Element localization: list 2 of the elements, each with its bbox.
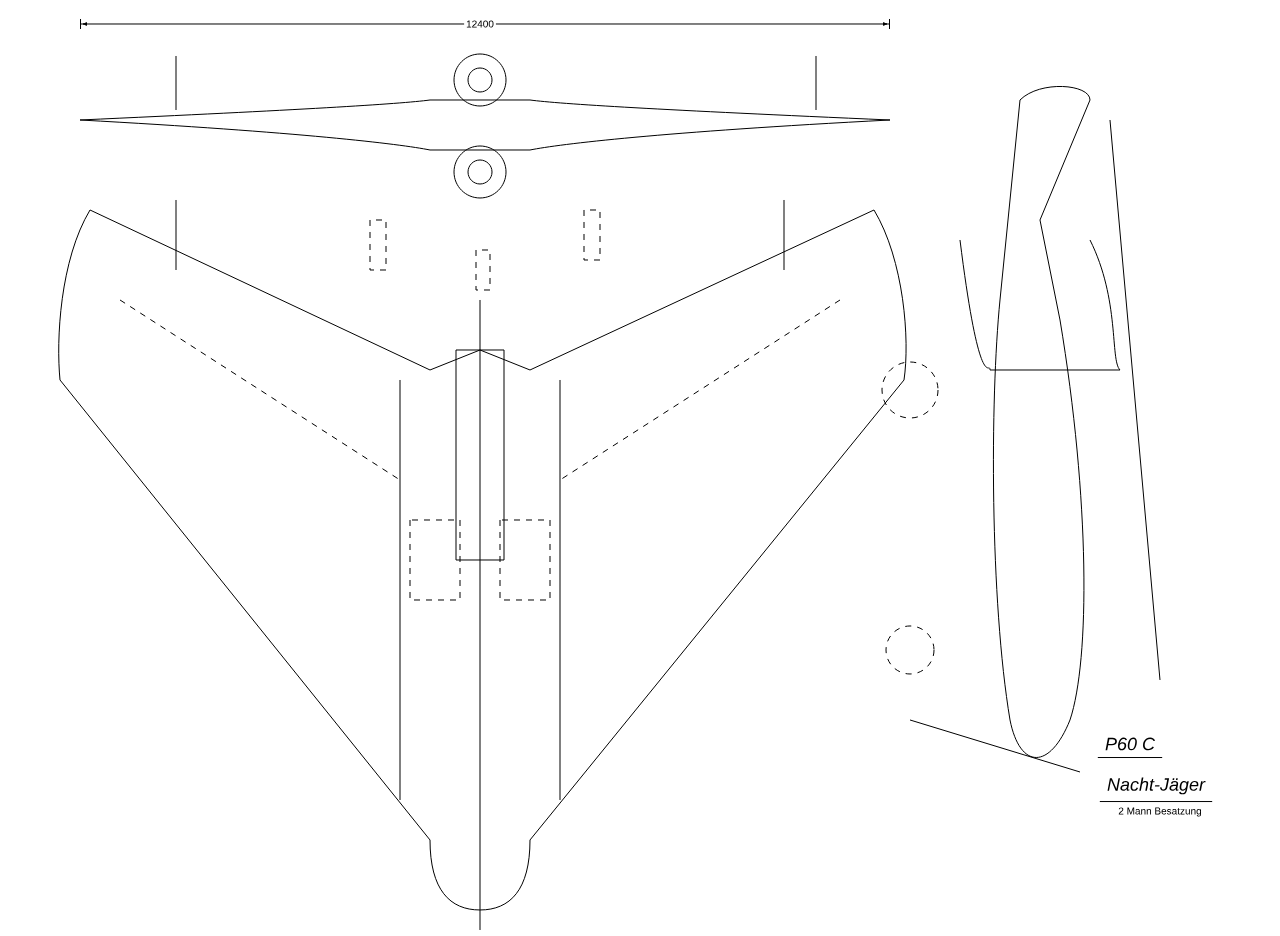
subtitle-text: Nacht-Jäger <box>1107 777 1206 795</box>
title-text: P60 C <box>1105 737 1156 751</box>
